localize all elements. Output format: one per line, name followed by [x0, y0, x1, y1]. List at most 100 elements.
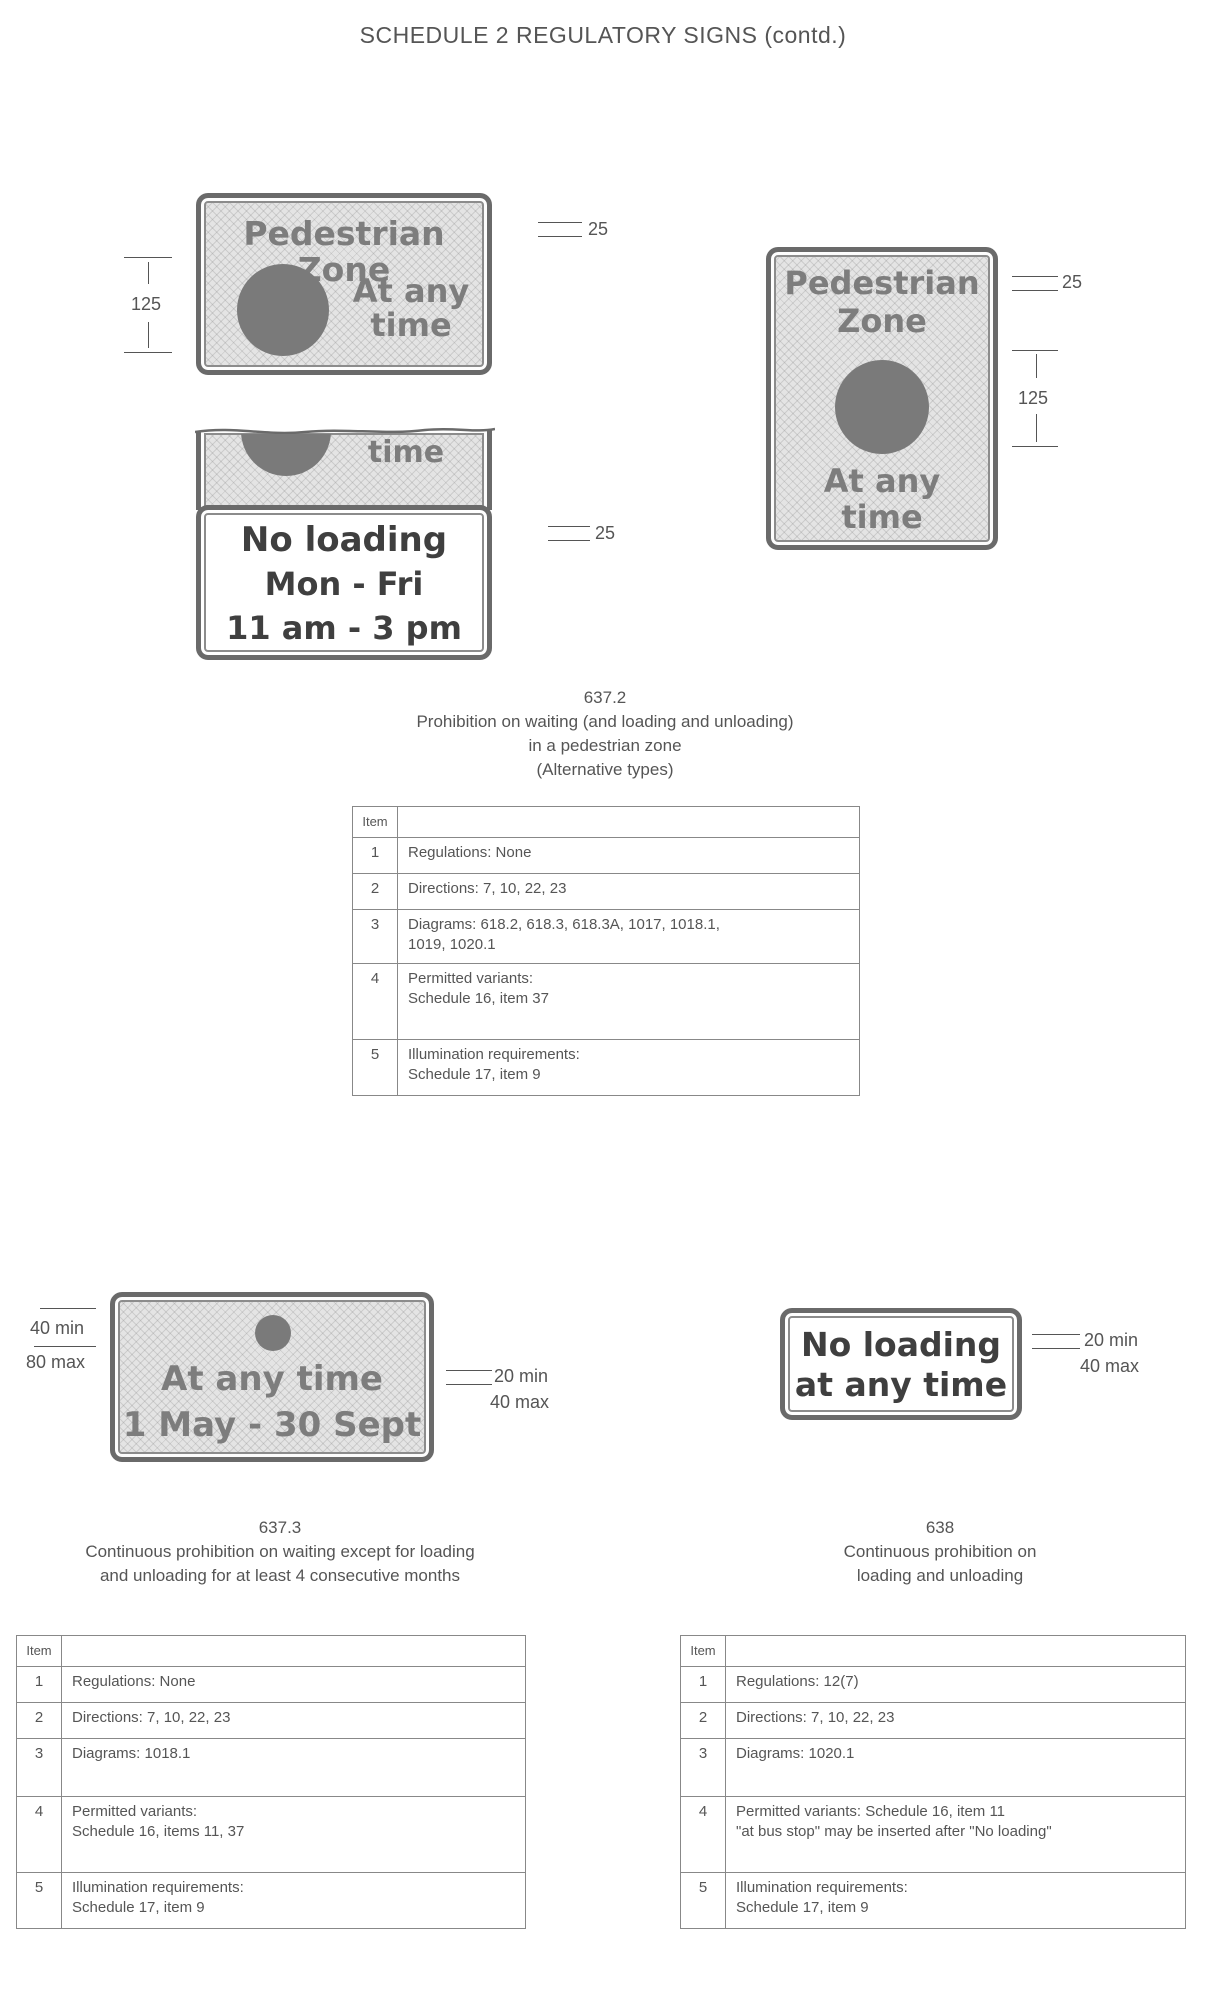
dim-line — [40, 1308, 96, 1309]
row-number: 5 — [16, 1872, 62, 1929]
row-text: Permitted variants: Schedule 16, item 37 — [397, 963, 860, 1040]
sign-text-pedestrian-zone: Pedestrian Zone — [243, 214, 445, 290]
diagram-number: 638 — [925, 1518, 955, 1537]
row-line: Regulations: None — [408, 844, 532, 861]
dim-label-max: 40 max — [1080, 1356, 1140, 1376]
row-number: 2 — [16, 1702, 62, 1739]
header-item: Item — [16, 1635, 62, 1667]
row-text: Diagrams: 1020.1 — [725, 1738, 1186, 1797]
dim-line — [1012, 350, 1058, 351]
row-line: Schedule 16, items 11, 37 — [72, 1823, 245, 1840]
row-text: Illumination requirements: Schedule 17, i… — [61, 1872, 526, 1929]
dim-line — [1012, 290, 1058, 291]
row-number: 2 — [352, 873, 398, 910]
row-line: Permitted variants: Schedule 16, item 11 — [736, 1803, 1006, 1820]
dim-arrow — [1036, 354, 1037, 378]
sign-text-at-any-time: At any time — [161, 1359, 383, 1399]
row-number: 4 — [352, 963, 398, 1040]
caption-line: (Alternative types) — [536, 760, 674, 779]
row-line: Regulations: None — [72, 1673, 196, 1690]
row-line: Directions: 7, 10, 22, 23 — [736, 1709, 895, 1726]
table-row: 1 Regulations: 12(7) — [680, 1666, 1186, 1703]
row-line: Permitted variants: — [408, 970, 534, 987]
table-row: 2 Directions: 7, 10, 22, 23 — [680, 1702, 1186, 1739]
row-text: Permitted variants: Schedule 16, item 11… — [725, 1796, 1186, 1873]
row-line: Illumination requirements: — [408, 1046, 580, 1063]
row-text: Directions: 7, 10, 22, 23 — [397, 873, 860, 910]
table-row: 3 Diagrams: 1018.1 — [16, 1738, 526, 1797]
sign-no-loading-at-any-time: No loading at any time — [780, 1308, 1022, 1420]
row-line: Illumination requirements: — [736, 1879, 908, 1896]
dim-line — [446, 1370, 492, 1371]
diagram-number: 637.2 — [583, 688, 627, 707]
dim-arrow — [1036, 414, 1037, 442]
dim-label-min: 20 min — [494, 1366, 549, 1386]
table-row: 3 Diagrams: 1020.1 — [680, 1738, 1186, 1797]
row-number: 3 — [352, 909, 398, 964]
table-row: 5 Illumination requirements: Schedule 17,… — [680, 1872, 1186, 1929]
table-row: 5 Illumination requirements:Schedule 17,… — [352, 1039, 860, 1096]
caption-line: Continuous prohibition on — [843, 1542, 1037, 1561]
sign-fragment: time — [195, 426, 495, 510]
dim-label-min: 20 min — [1084, 1330, 1139, 1350]
row-text: Permitted variants: Schedule 16, items 11… — [61, 1796, 526, 1873]
table-row: 4 Permitted variants: Schedule 16, item 3… — [352, 963, 860, 1040]
dim-line — [548, 540, 590, 541]
header-item: Item — [680, 1635, 726, 1667]
row-number: 1 — [352, 837, 398, 874]
diagram-number: 637.3 — [258, 1518, 302, 1537]
dim-label-max: 40 max — [490, 1392, 550, 1412]
caption-line: in a pedestrian zone — [528, 736, 682, 755]
row-text: Regulations: 12(7) — [725, 1666, 1186, 1703]
row-line: Permitted variants: — [72, 1803, 198, 1820]
caption-line: and unloading for at least 4 consecutive… — [99, 1566, 461, 1585]
row-line: Diagrams: 618.2, 618.3, 618.3A, 1017, 10… — [408, 916, 720, 933]
row-number: 2 — [680, 1702, 726, 1739]
table-row: 4 Permitted variants:Schedule 16, items … — [16, 1796, 526, 1873]
dim-line — [34, 1346, 96, 1347]
row-number: 5 — [680, 1872, 726, 1929]
plate-text-no-loading: No loading — [240, 520, 448, 560]
row-number: 5 — [352, 1039, 398, 1096]
dim-line — [1012, 276, 1058, 277]
dim-label-tall-top: 25 — [1062, 272, 1083, 292]
row-line: Illumination requirements: — [72, 1879, 244, 1896]
sign-text-at-any: At any — [823, 462, 941, 500]
row-text: Directions: 7, 10, 22, 23 — [725, 1702, 1186, 1739]
dim-line — [538, 222, 582, 223]
sign-pedestrian-zone-wide: Pedestrian Zone At any time — [196, 193, 492, 375]
sign-text-season: 1 May - 30 Sept — [122, 1405, 422, 1445]
dim-label-wide-top: 25 — [588, 219, 609, 239]
sign-text-zone: Zone — [837, 302, 927, 340]
dim-arrow — [148, 322, 149, 348]
table-638: Item 1 Regulations: 12(7) 2 Directions: … — [680, 1635, 1186, 1929]
row-line: Schedule 16, item 37 — [408, 990, 549, 1007]
row-number: 1 — [680, 1666, 726, 1703]
header-blank — [725, 1635, 1186, 1667]
row-text: Regulations: None — [61, 1666, 526, 1703]
sign-pedestrian-zone-tall: Pedestrian Zone At any time — [766, 247, 998, 550]
dim-line — [124, 257, 172, 258]
table-header-row: Item — [16, 1635, 526, 1667]
table-637-3: Item 1 Regulations: None 2 Directions: 7… — [16, 1635, 526, 1929]
dim-line — [1012, 446, 1058, 447]
dim-line — [124, 352, 172, 353]
dim-label-wide-disc: 125 — [131, 294, 162, 314]
row-number: 4 — [680, 1796, 726, 1873]
row-line: Directions: 7, 10, 22, 23 — [408, 880, 567, 897]
sign-text-at-any-time: at any time — [794, 1365, 1008, 1404]
row-line: Diagrams: 1020.1 — [736, 1745, 855, 1762]
row-number: 3 — [16, 1738, 62, 1797]
table-row: 5 Illumination requirements: Schedule 17,… — [16, 1872, 526, 1929]
header-blank — [61, 1635, 526, 1667]
row-text: Illumination requirements: Schedule 17, i… — [725, 1872, 1186, 1929]
row-line: Schedule 17, item 9 — [736, 1899, 869, 1916]
dim-line — [446, 1384, 492, 1385]
table-row: 1 Regulations: None — [16, 1666, 526, 1703]
plate-no-loading-mon-fri: No loading Mon - Fri 11 am - 3 pm — [196, 505, 492, 660]
row-line: Schedule 17, item 9 — [72, 1899, 205, 1916]
disc-symbol — [237, 264, 329, 356]
dim-arrow — [148, 262, 149, 284]
plate-text-mon-fri: Mon - Fri — [264, 565, 424, 603]
row-text: Diagrams: 618.2, 618.3, 618.3A, 1017, 10… — [397, 909, 860, 964]
